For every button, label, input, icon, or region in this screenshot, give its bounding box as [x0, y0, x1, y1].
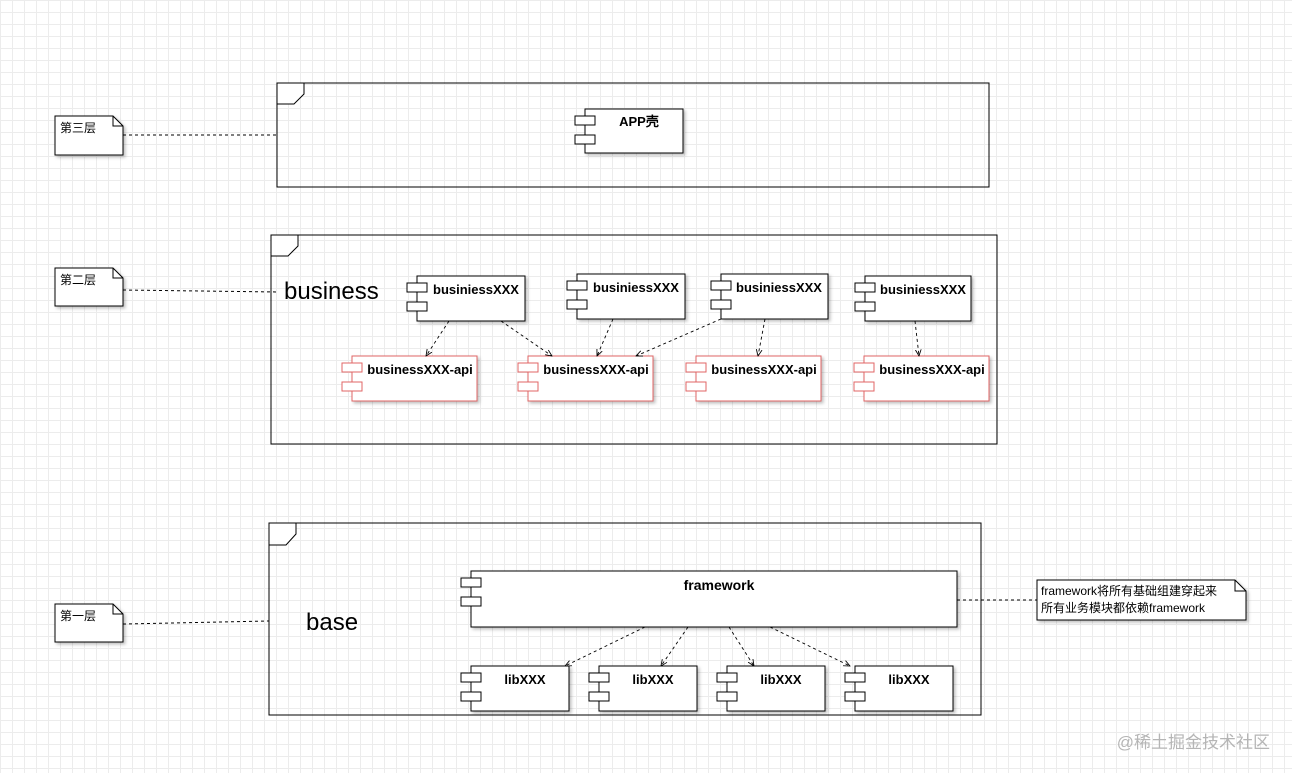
package-layer3 — [276, 82, 990, 188]
business-api-component-4[interactable]: businessXXX-api — [853, 355, 990, 402]
framework-component[interactable]: framework — [460, 570, 958, 628]
business-label: businiessXXX — [593, 280, 679, 295]
business-api-component-1[interactable]: businessXXX-api — [341, 355, 478, 402]
framework-note: framework将所有基础组建穿起来 所有业务模块都依赖framework — [1036, 579, 1247, 621]
business-api-label: businessXXX-api — [543, 362, 648, 377]
framework-note-line2: 所有业务模块都依赖framework — [1041, 600, 1206, 615]
business-api-component-3[interactable]: businessXXX-api — [685, 355, 822, 402]
business-label: businiessXXX — [433, 282, 519, 297]
note-layer3: 第三层 — [54, 115, 124, 156]
app-shell-component[interactable]: APP壳 — [574, 108, 684, 154]
dependency-arrow — [914, 320, 919, 356]
lib-label: libXXX — [504, 672, 546, 687]
dependency-arrow — [597, 318, 614, 356]
package-layer1: base — [268, 522, 982, 716]
business-component-3[interactable]: businiessXXX — [710, 273, 829, 320]
framework-label: framework — [684, 577, 755, 593]
note-layer2: 第二层 — [54, 267, 124, 307]
lib-component-2[interactable]: libXXX — [588, 665, 698, 712]
business-package-label: business — [284, 278, 379, 305]
business-component-2[interactable]: businiessXXX — [566, 273, 686, 320]
framework-lib-arrows — [565, 626, 850, 666]
note-layer3-label: 第三层 — [60, 121, 96, 135]
package-layer2: business — [270, 234, 998, 445]
note-layer1: 第一层 — [54, 603, 124, 643]
dependency-arrow — [728, 626, 754, 666]
lib-component-3[interactable]: libXXX — [716, 665, 826, 712]
business-dependency-arrows — [426, 318, 919, 356]
lib-label: libXXX — [888, 672, 930, 687]
lib-label: libXXX — [760, 672, 802, 687]
lib-component-1[interactable]: libXXX — [460, 665, 570, 712]
business-api-label: businessXXX-api — [879, 362, 984, 377]
dependency-arrow — [769, 626, 850, 666]
dependency-arrow — [758, 318, 766, 356]
app-shell-label: APP壳 — [619, 114, 659, 129]
note-layer1-label: 第一层 — [60, 609, 96, 623]
note-connector — [122, 289, 279, 293]
business-label: businiessXXX — [736, 280, 822, 295]
note-connector — [122, 620, 270, 625]
base-package-label: base — [306, 609, 358, 636]
business-component-4[interactable]: businiessXXX — [854, 275, 972, 322]
framework-note-line1: framework将所有基础组建穿起来 — [1041, 583, 1217, 598]
dependency-arrow — [500, 320, 552, 356]
dependency-arrow — [426, 320, 450, 356]
lib-label: libXXX — [632, 672, 674, 687]
note-layer2-label: 第二层 — [60, 273, 96, 287]
business-api-label: businessXXX-api — [711, 362, 816, 377]
business-label: businiessXXX — [880, 282, 966, 297]
watermark: @稀土掘金技术社区 — [1117, 733, 1270, 752]
business-api-label: businessXXX-api — [367, 362, 472, 377]
dependency-arrow — [565, 626, 646, 666]
dependency-arrow — [661, 626, 689, 666]
business-component-1[interactable]: businiessXXX — [406, 275, 526, 322]
business-api-component-2[interactable]: businessXXX-api — [517, 355, 654, 402]
dependency-arrow — [636, 318, 722, 356]
lib-component-4[interactable]: libXXX — [844, 665, 954, 712]
